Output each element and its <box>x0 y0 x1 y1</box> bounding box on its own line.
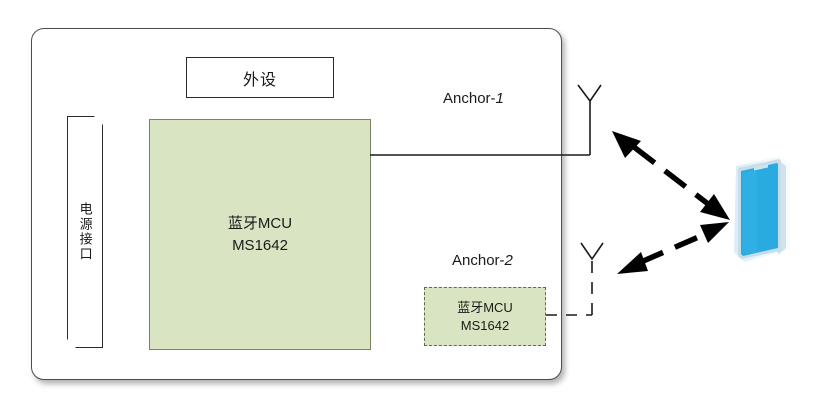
anchor-1-label: Anchor-1 <box>443 90 504 107</box>
mcu-main-label-line2: MS1642 <box>232 236 288 254</box>
anchor-1-index: 1 <box>495 90 504 107</box>
mcu-anchor2-label-line1: 蓝牙MCU <box>457 299 513 315</box>
power-interface-block: 电源接口 <box>67 116 103 348</box>
power-interface-label: 电源接口 <box>77 202 93 262</box>
peripheral-block: 外设 <box>186 57 334 98</box>
anchor-1-antenna-icon <box>577 84 602 155</box>
smartphone-icon <box>724 152 796 264</box>
anchor-1-prefix: Anchor- <box>443 90 496 107</box>
mcu-main-label-line1: 蓝牙MCU <box>227 214 293 232</box>
radio-link-anchor1-to-phone <box>612 131 730 220</box>
anchor-2-label: Anchor-2 <box>452 252 513 269</box>
mcu-anchor2-label-line2: MS1642 <box>460 317 510 333</box>
anchor-2-antenna-icon <box>580 242 604 315</box>
bluetooth-mcu-anchor2-block: 蓝牙MCU MS1642 <box>424 287 546 346</box>
anchor-2-index: 2 <box>504 252 513 269</box>
bluetooth-mcu-main-block: 蓝牙MCU MS1642 <box>149 119 371 350</box>
radio-link-anchor2-to-phone <box>617 222 729 274</box>
peripheral-label: 外设 <box>242 71 277 89</box>
anchor-2-prefix: Anchor- <box>452 252 505 269</box>
